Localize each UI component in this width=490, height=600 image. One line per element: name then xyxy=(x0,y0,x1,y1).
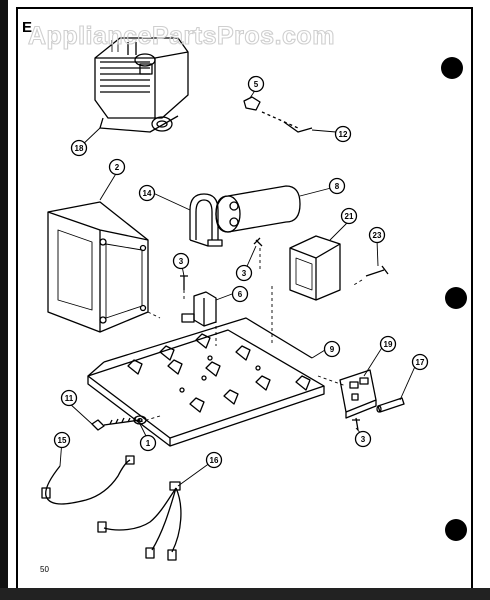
callout-number: 9 xyxy=(330,345,335,354)
transformer xyxy=(47,201,149,333)
callout-circle xyxy=(247,75,265,93)
callout-number: 3 xyxy=(361,435,366,444)
callout-circle xyxy=(235,264,253,282)
callout-11: 11 xyxy=(60,389,78,407)
callout-number: 3 xyxy=(242,269,247,278)
callout-circle xyxy=(60,389,78,407)
callout-18: 18 xyxy=(70,139,88,157)
wire-harness-15 xyxy=(41,455,135,505)
callout-circle xyxy=(354,430,372,448)
callout-17: 17 xyxy=(411,353,429,371)
callout-number: 16 xyxy=(210,456,219,465)
callout-circle xyxy=(108,158,126,176)
callout-circle xyxy=(328,177,346,195)
callout-number: 23 xyxy=(373,231,382,240)
callout-circle xyxy=(139,434,157,452)
screw-23 xyxy=(365,265,389,277)
callout-number: 2 xyxy=(115,163,120,172)
callout-16: 16 xyxy=(205,451,223,469)
binder-hole-top xyxy=(441,57,463,79)
fuse-clip xyxy=(243,96,313,133)
callout-circle xyxy=(411,353,429,371)
callout-circle xyxy=(334,125,352,143)
callout-number: 11 xyxy=(65,394,74,403)
callout-8: 8 xyxy=(328,177,346,195)
page-code: E xyxy=(22,19,32,36)
diode-block xyxy=(289,235,341,301)
callout-number: 6 xyxy=(238,290,243,299)
callout-circle xyxy=(231,285,249,303)
callout-number: 5 xyxy=(254,80,259,89)
callout-number: 21 xyxy=(345,212,354,221)
callout-circle xyxy=(205,451,223,469)
callout-3b: 3 xyxy=(235,264,253,282)
wire-harness-16 xyxy=(97,481,182,561)
callout-2: 2 xyxy=(108,158,126,176)
binder-hole-middle xyxy=(445,287,467,309)
callout-23: 23 xyxy=(368,226,386,244)
callout-14: 14 xyxy=(138,184,156,202)
callout-number: 1 xyxy=(146,439,151,448)
watermark: AppliancePartsPros.com xyxy=(28,22,335,50)
callout-circle xyxy=(323,340,341,358)
page-number: 50 xyxy=(40,565,49,574)
callout-6: 6 xyxy=(231,285,249,303)
callout-number: 15 xyxy=(58,436,67,445)
callout-19: 19 xyxy=(379,335,397,353)
screw-3b xyxy=(253,237,263,247)
left-edge-shadow xyxy=(0,0,8,600)
callout-circle xyxy=(379,335,397,353)
magnetron xyxy=(94,37,189,133)
capacitor xyxy=(215,185,301,233)
callout-3c: 3 xyxy=(354,430,372,448)
callout-9: 9 xyxy=(323,340,341,358)
callout-circle xyxy=(70,139,88,157)
callout-circle xyxy=(138,184,156,202)
callout-circle xyxy=(53,431,71,449)
callout-number: 3 xyxy=(179,257,184,266)
callout-circle xyxy=(368,226,386,244)
bolt xyxy=(91,416,141,431)
callout-1: 1 xyxy=(139,434,157,452)
callout-number: 8 xyxy=(335,182,340,191)
callout-5: 5 xyxy=(247,75,265,93)
callout-number: 18 xyxy=(75,144,84,153)
callout-3a: 3 xyxy=(172,252,190,270)
callout-number: 12 xyxy=(339,130,348,139)
circuit-board xyxy=(339,369,377,419)
screw-3a xyxy=(180,275,188,290)
callout-number: 14 xyxy=(143,189,152,198)
small-bracket xyxy=(181,291,217,327)
callout-circle xyxy=(172,252,190,270)
bottom-edge-shadow xyxy=(0,588,490,600)
base-plate xyxy=(87,317,325,447)
page-frame xyxy=(16,7,473,595)
fuse xyxy=(376,397,405,413)
callout-circle xyxy=(340,207,358,225)
callout-12: 12 xyxy=(334,125,352,143)
callout-number: 17 xyxy=(416,358,425,367)
callout-15: 15 xyxy=(53,431,71,449)
callout-number: 19 xyxy=(384,340,393,349)
binder-hole-bottom xyxy=(445,519,467,541)
callout-21: 21 xyxy=(340,207,358,225)
screw-3c xyxy=(352,417,360,431)
